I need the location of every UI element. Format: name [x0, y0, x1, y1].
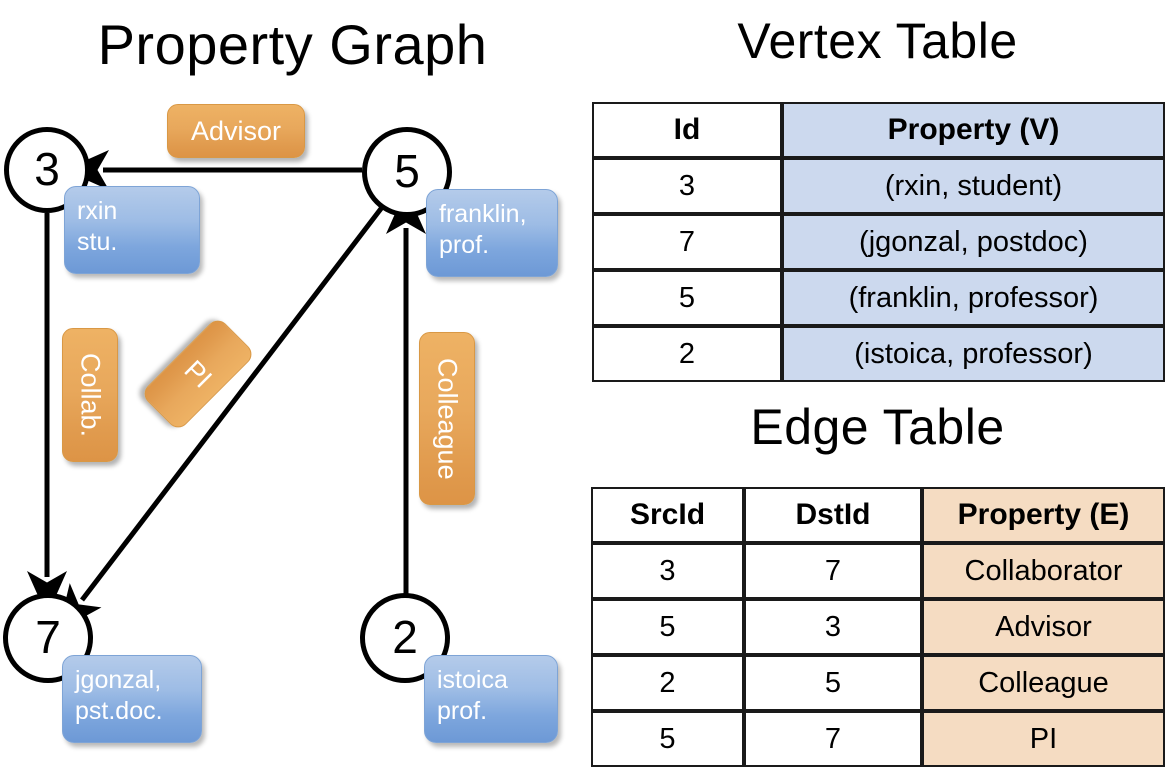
vertex-table-header-property: Property (V)	[782, 102, 1165, 158]
vertex-table-header-id: Id	[592, 102, 782, 158]
edge-label-pi-text: PI	[178, 354, 218, 394]
vertex-table-header-row: Id Property (V)	[592, 102, 1165, 158]
edge-cell-srcid: 5	[591, 711, 744, 767]
edge-label-colleague-text: Colleague	[432, 357, 463, 480]
node-property-jgonzal-line1: jgonzal,	[75, 666, 162, 694]
node-property-box-jgonzal: jgonzal, pst.doc.	[62, 655, 202, 743]
page-title-vertex-table: Vertex Table	[737, 13, 1018, 69]
vertex-cell-property: (istoica, professor)	[782, 326, 1165, 382]
node-property-box-istoica: istoica prof.	[424, 655, 558, 743]
graph-node-5[interactable]: 5	[362, 127, 452, 217]
node-property-franklin-line2: prof.	[439, 231, 490, 259]
node-property-box-franklin: franklin, prof.	[426, 189, 558, 277]
graph-node-5-label: 5	[394, 144, 420, 197]
table-row[interactable]: 3 (rxin, student)	[592, 158, 1165, 214]
edge-table-header-property: Property (E)	[922, 487, 1165, 543]
page-title-property-graph: Property Graph	[97, 13, 488, 76]
edge-cell-property: Advisor	[922, 599, 1165, 655]
table-row[interactable]: 2 (istoica, professor)	[592, 326, 1165, 382]
vertex-cell-id: 5	[592, 270, 782, 326]
node-property-box-rxin: rxin stu.	[64, 186, 200, 274]
node-property-rxin-line2: stu.	[77, 228, 118, 256]
node-property-istoica-line1: istoica	[437, 666, 508, 694]
edge-cell-dstid: 7	[744, 543, 922, 599]
edge-cell-dstid: 3	[744, 599, 922, 655]
node-property-jgonzal-line2: pst.doc.	[75, 697, 163, 725]
edge-cell-srcid: 3	[591, 543, 744, 599]
edge-cell-srcid: 5	[591, 599, 744, 655]
graph-node-3-label: 3	[34, 142, 60, 195]
edge-label-advisor: Advisor	[167, 104, 305, 158]
graph-node-7-label: 7	[35, 610, 61, 663]
edge-cell-property: Colleague	[922, 655, 1165, 711]
table-row[interactable]: 3 7 Collaborator	[591, 543, 1165, 599]
table-row[interactable]: 5 7 PI	[591, 711, 1165, 767]
edge-label-collab: Collab.	[62, 328, 118, 462]
vertex-cell-id: 2	[592, 326, 782, 382]
table-row[interactable]: 5 3 Advisor	[591, 599, 1165, 655]
property-graph-diagram: 3 5 7 2 rxin stu. franklin, prof. jgonza…	[0, 0, 585, 760]
table-row[interactable]: 5 (franklin, professor)	[592, 270, 1165, 326]
edge-line-pi	[58, 204, 385, 631]
vertex-cell-property: (rxin, student)	[782, 158, 1165, 214]
edge-label-collab-text: Collab.	[75, 352, 106, 438]
node-property-rxin-line1: rxin	[77, 197, 118, 225]
page-title-edge-table: Edge Table	[750, 399, 1005, 455]
vertex-cell-id: 3	[592, 158, 782, 214]
edge-cell-dstid: 7	[744, 711, 922, 767]
table-row[interactable]: 7 (jgonzal, postdoc)	[592, 214, 1165, 270]
vertex-cell-property: (jgonzal, postdoc)	[782, 214, 1165, 270]
table-row[interactable]: 2 5 Colleague	[591, 655, 1165, 711]
edge-cell-property: Collaborator	[922, 543, 1165, 599]
graph-node-2-label: 2	[392, 610, 418, 663]
edge-table-header-srcid: SrcId	[591, 487, 744, 543]
vertex-cell-property: (franklin, professor)	[782, 270, 1165, 326]
edge-table-header-dstid: DstId	[744, 487, 922, 543]
edge-cell-dstid: 5	[744, 655, 922, 711]
vertex-cell-id: 7	[592, 214, 782, 270]
node-property-istoica-line2: prof.	[437, 697, 488, 725]
node-property-franklin-line1: franklin,	[439, 200, 527, 228]
vertex-table: Id Property (V) 3 (rxin, student) 7 (jgo…	[592, 102, 1165, 382]
graph-node-2[interactable]: 2	[360, 593, 450, 683]
graph-edge-lines	[27, 150, 426, 631]
edge-cell-srcid: 2	[591, 655, 744, 711]
edge-table-header-row: SrcId DstId Property (E)	[591, 487, 1165, 543]
edge-cell-property: PI	[922, 711, 1165, 767]
edge-label-colleague: Colleague	[419, 332, 475, 505]
edge-label-advisor-text: Advisor	[190, 115, 282, 146]
edge-table: SrcId DstId Property (E) 3 7 Collaborato…	[591, 487, 1165, 767]
